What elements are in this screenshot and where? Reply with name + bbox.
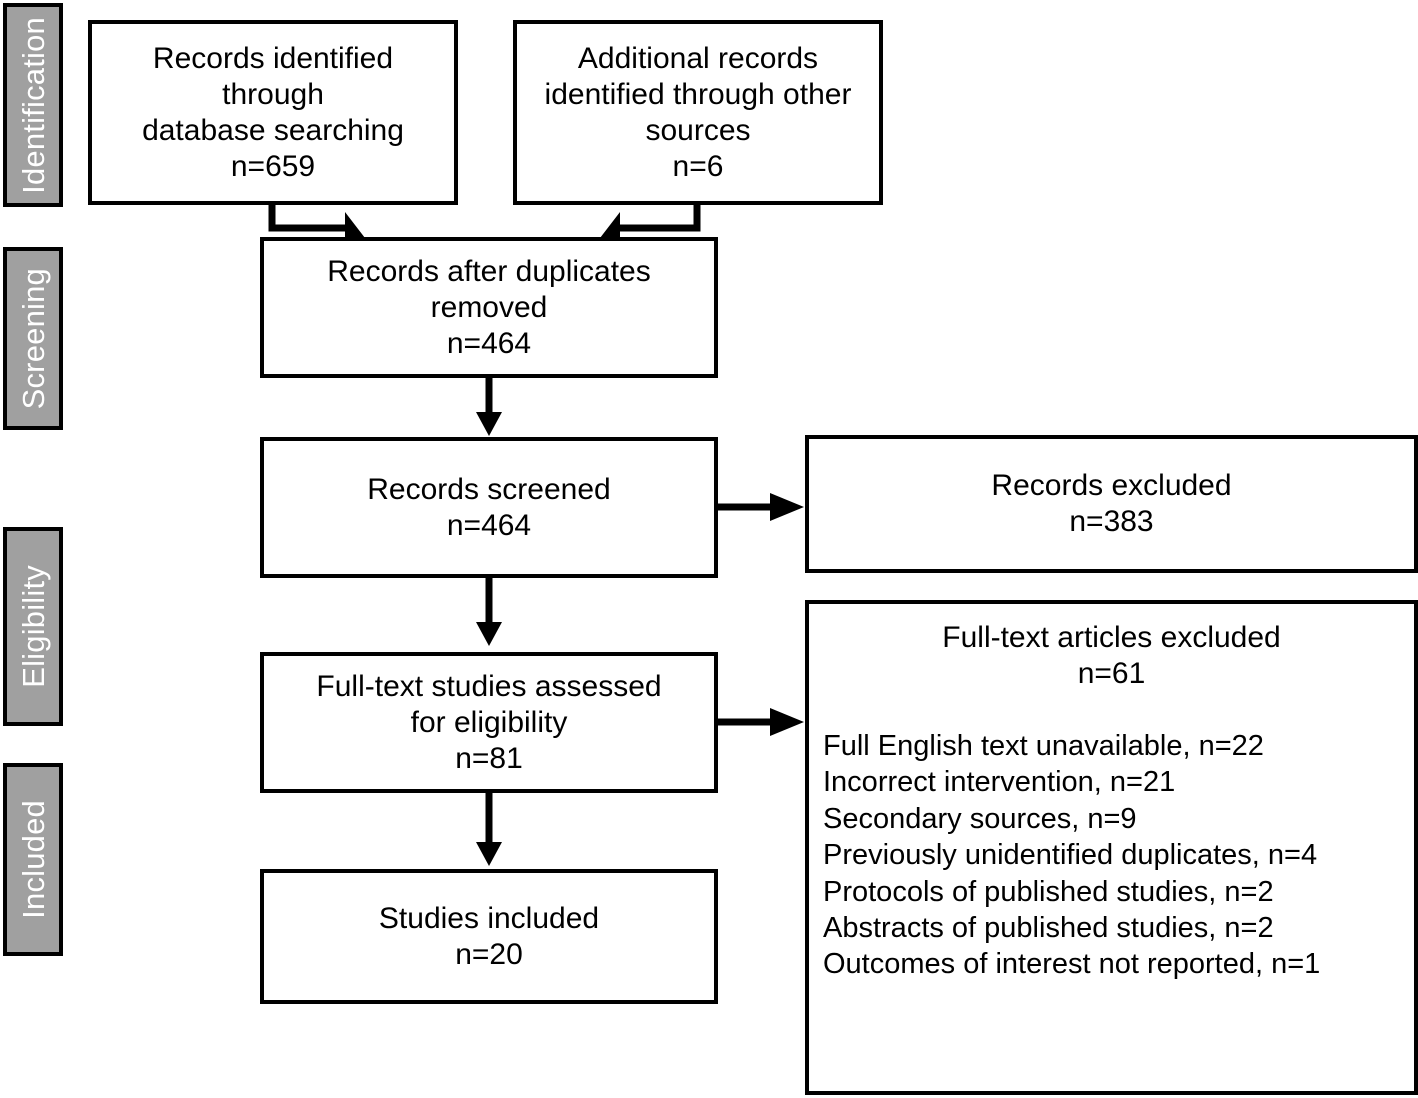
node-line: sources <box>645 113 751 147</box>
node-line: identified through other <box>544 77 852 111</box>
node-line: database searching <box>142 113 404 147</box>
node-line: Records screened <box>367 472 611 506</box>
exclusion-reason-item: Outcomes of interest not reported, n=1 <box>823 948 1321 981</box>
node-count: n=464 <box>446 326 532 360</box>
node-line: Records identified <box>152 41 394 75</box>
exclusion-reason-item: Incorrect intervention, n=21 <box>823 766 1176 799</box>
arrowhead-fulltext <box>476 622 502 646</box>
node-count: n=81 <box>455 741 523 775</box>
arrowhead-records-excluded <box>770 493 804 521</box>
node-line: for eligibility <box>410 705 568 739</box>
phase-label-text: Included <box>15 800 51 919</box>
exclusion-reason-item: Previously unidentified duplicates, n=4 <box>823 839 1318 872</box>
node-count: n=20 <box>455 937 523 971</box>
exclusion-reason-item: Secondary sources, n=9 <box>823 802 1137 835</box>
exclusion-reason-item: Full English text unavailable, n=22 <box>823 730 1264 762</box>
node-fulltext-articles-excluded: Full-text articles excluded n=61 Full En… <box>805 600 1418 1095</box>
exclusion-reason-item: Protocols of published studies, n=2 <box>823 875 1274 908</box>
node-records-identified-database: Records identified through database sear… <box>88 20 458 205</box>
arrowhead-screened <box>476 412 502 436</box>
node-line: Studies included <box>378 901 600 935</box>
node-count: n=464 <box>446 508 532 542</box>
arrowhead-fulltext-excluded <box>770 708 804 736</box>
node-line: Full-text articles excluded <box>942 621 1281 654</box>
node-line: Full-text studies assessed <box>316 669 662 703</box>
node-line: Additional records <box>577 41 819 75</box>
phase-label-included: Included <box>3 763 63 956</box>
node-studies-included: Studies included n=20 <box>260 869 718 1004</box>
exclusion-reason-item: Abstracts of published studies, n=2 <box>823 911 1274 944</box>
node-line: Records after duplicates <box>327 254 651 288</box>
phase-label-identification: Identification <box>3 3 63 207</box>
node-line: removed <box>430 290 548 324</box>
node-records-after-duplicates-removed: Records after duplicates removed n=464 <box>260 237 718 378</box>
node-records-identified-other-sources: Additional records identified through ot… <box>513 20 883 205</box>
node-line: through <box>222 77 324 111</box>
node-count: n=659 <box>230 149 316 183</box>
exclusion-reason-list: Full English text unavailable, n=22 Inco… <box>809 692 1414 983</box>
node-count: n=61 <box>1077 657 1146 690</box>
node-fulltext-studies-assessed: Full-text studies assessed for eligibili… <box>260 652 718 793</box>
node-line: Records excluded <box>991 469 1232 502</box>
phase-label-text: Identification <box>15 16 51 194</box>
arrowhead-included <box>476 842 502 866</box>
phase-label-eligibility: Eligibility <box>3 527 63 726</box>
phase-label-text: Screening <box>15 267 51 410</box>
node-count: n=383 <box>1069 505 1154 538</box>
fulltext-excluded-heading: Full-text articles excluded n=61 <box>809 604 1414 692</box>
node-records-excluded: Records excluded n=383 <box>805 435 1418 573</box>
node-records-screened: Records screened n=464 <box>260 437 718 578</box>
phase-label-text: Eligibility <box>15 565 51 688</box>
node-count: n=6 <box>672 149 724 183</box>
phase-label-screening: Screening <box>3 247 63 430</box>
